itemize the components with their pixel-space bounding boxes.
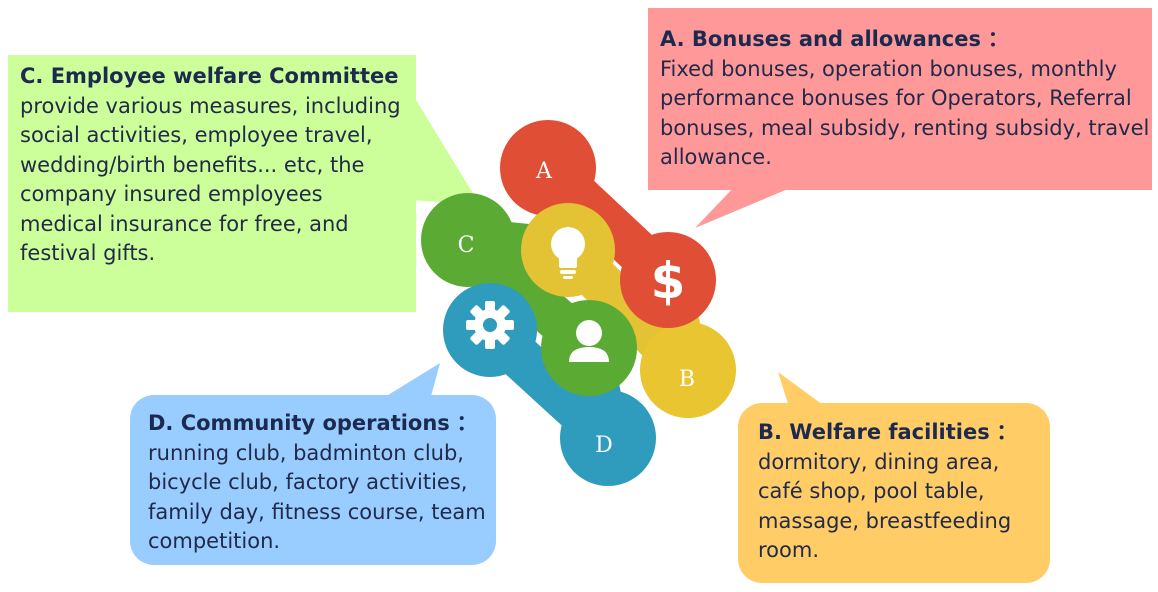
node-d-letter: D bbox=[595, 433, 613, 458]
node-c: C bbox=[421, 193, 515, 287]
dollar-icon: $ bbox=[651, 252, 686, 310]
node-b-letter: B bbox=[679, 367, 695, 392]
callout-a-background bbox=[648, 8, 1152, 190]
callout-b-separator: ： bbox=[996, 420, 1018, 444]
callout-b-title: B. Welfare facilities bbox=[758, 420, 990, 444]
callout-a-title: A. Bonuses and allowances bbox=[660, 27, 981, 51]
callout-d-text: D. Community operations ： running club, … bbox=[148, 409, 493, 557]
dollar-node-circle bbox=[620, 232, 716, 328]
node-a: A bbox=[500, 120, 596, 216]
callout-a-body: Fixed bonuses, operation bonuses, monthl… bbox=[660, 56, 1150, 170]
callout-b-tail bbox=[778, 372, 830, 410]
node-b-circle bbox=[640, 322, 736, 418]
callout-c-title: C. Employee welfare Committee bbox=[20, 64, 399, 88]
gear-node bbox=[443, 283, 537, 377]
callout-d bbox=[130, 363, 496, 565]
callout-a-tail bbox=[695, 186, 795, 228]
node-c-circle bbox=[421, 193, 515, 287]
person-node bbox=[541, 300, 637, 396]
callout-c-text: C. Employee welfare Committee provide va… bbox=[20, 62, 410, 269]
callout-d-separator: ： bbox=[456, 411, 478, 435]
node-a-letter: A bbox=[535, 159, 553, 184]
node-a-circle bbox=[500, 120, 596, 216]
node-b: B bbox=[640, 322, 736, 418]
node-d: D bbox=[560, 390, 656, 486]
callout-a-separator: ： bbox=[987, 27, 1009, 51]
callout-c-body: provide various measures, including soci… bbox=[20, 93, 401, 266]
callout-d-tail bbox=[380, 363, 440, 400]
callout-b-background bbox=[738, 403, 1050, 583]
callout-a bbox=[648, 8, 1152, 228]
gear-icon bbox=[466, 301, 514, 349]
dollar-node: $ bbox=[620, 232, 716, 328]
node-d-circle bbox=[560, 390, 656, 486]
callout-c-background bbox=[8, 55, 416, 312]
callout-a-text: A. Bonuses and allowances ： Fixed bonuse… bbox=[660, 25, 1150, 173]
person-icon bbox=[569, 320, 609, 362]
callout-c-tail bbox=[410, 90, 480, 205]
node-c-letter: C bbox=[458, 233, 475, 258]
callout-c bbox=[8, 55, 480, 312]
callout-b-body: dormitory, dining area, café shop, pool … bbox=[758, 449, 1012, 563]
callout-d-background bbox=[130, 395, 496, 565]
callout-b-text: B. Welfare facilities ： dormitory, dinin… bbox=[758, 418, 1043, 566]
callout-d-title: D. Community operations bbox=[148, 411, 450, 435]
lightbulb-icon bbox=[551, 227, 585, 279]
callout-d-body: running club, badminton club, bicycle cl… bbox=[148, 440, 486, 554]
callout-b bbox=[738, 372, 1050, 583]
lightbulb-node bbox=[521, 203, 615, 297]
